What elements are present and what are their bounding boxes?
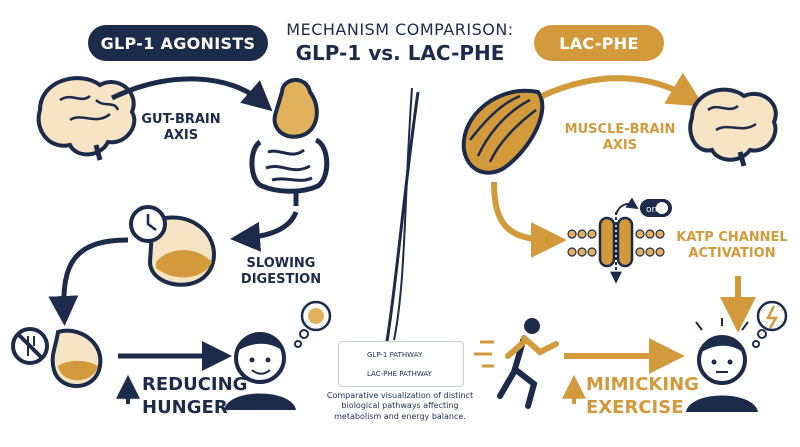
- center-divider: [382, 87, 420, 361]
- digestive-system-icon: [249, 78, 330, 206]
- muscle-brain-axis-label: MUSCLE-BRAIN AXIS: [564, 122, 676, 154]
- brain-icon-right: [688, 87, 778, 167]
- title-line-2: GLP-1 vs. LAC-PHE: [295, 41, 505, 65]
- legend-lacphe-label: LAC-PHE PATHWAY: [367, 370, 432, 378]
- title-line-1: MECHANISM COMPARISON:: [286, 20, 514, 39]
- arrow-muscle-to-brain: [540, 72, 705, 107]
- arrow-gut-to-digestion: [230, 210, 299, 252]
- legend-box: GLP-1 PATHWAY LAC-PHE PATHWAY: [338, 341, 464, 387]
- thought-bubble-right: [752, 300, 788, 348]
- gut-brain-axis-label: GUT-BRAIN AXIS: [141, 112, 221, 144]
- arrow-digestion-to-hunger: [48, 237, 129, 326]
- mimicking-exercise-label: MIMICKING EXERCISE: [586, 374, 699, 418]
- reducing-hunger-label: REDUCING HUNGER: [142, 374, 248, 418]
- clock-stomach-icon: [129, 205, 216, 287]
- thought-bubble-left: [294, 300, 332, 348]
- arrow-brain-to-gut: [110, 76, 273, 112]
- katp-channel-icon: [567, 197, 665, 284]
- on-switch-icon: on: [640, 199, 672, 217]
- glp1-agonists-pill: GLP-1 AGONISTS: [88, 25, 268, 61]
- legend-glp1-label: GLP-1 PATHWAY: [367, 351, 423, 359]
- brain-icon-left: [36, 76, 137, 161]
- arrow-muscle-to-channel: [491, 181, 567, 258]
- katp-channel-activation-label: KATP CHANNEL ACTIVATION: [676, 230, 788, 262]
- person-icon-right: [686, 318, 758, 412]
- lac-phe-pill: LAC-PHE: [534, 25, 664, 61]
- no-food-stomach-icon: [11, 327, 103, 388]
- runner-icon: [474, 318, 559, 409]
- slowing-digestion-label: SLOWING DIGESTION: [240, 256, 322, 288]
- person-icon-left: [224, 332, 296, 410]
- on-switch-label: on: [646, 205, 657, 215]
- caption: Comparative visualization of distinct bi…: [326, 391, 474, 421]
- muscle-icon: [461, 88, 545, 175]
